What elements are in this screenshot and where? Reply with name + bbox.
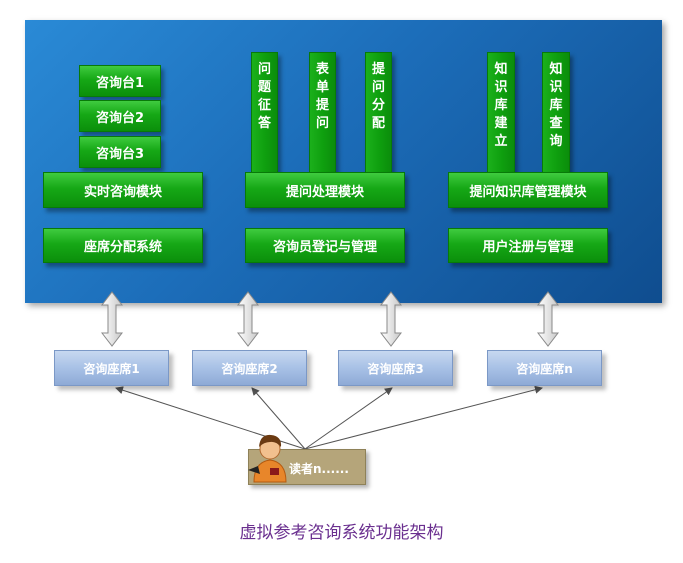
realtime-module[interactable]: 实时咨询模块 xyxy=(43,172,203,208)
form-question-box[interactable]: 表 单 提 问 xyxy=(309,52,336,174)
consultant-registration[interactable]: 咨询员登记与管理 xyxy=(245,228,405,263)
double-arrow-3 xyxy=(379,291,403,347)
desk-1[interactable]: 咨询台1 xyxy=(79,65,161,97)
vertical-char: 配 xyxy=(371,116,385,131)
vertical-char: 立 xyxy=(494,134,508,149)
vertical-char: 问 xyxy=(371,80,385,95)
consult-seat-3[interactable]: 咨询座席3 xyxy=(338,350,453,386)
user-registration[interactable]: 用户注册与管理 xyxy=(448,228,608,263)
double-arrow-4 xyxy=(536,291,560,347)
question-answer-box[interactable]: 问 题 征 答 xyxy=(251,52,278,174)
reader-label: 读者n...... xyxy=(289,462,349,476)
kb-build-box[interactable]: 知 识 库 建 立 xyxy=(487,52,515,174)
vertical-char: 提 xyxy=(371,62,385,77)
knowledge-base-module[interactable]: 提问知识库管理模块 xyxy=(448,172,608,208)
vertical-char: 分 xyxy=(371,98,385,113)
vertical-char: 知 xyxy=(549,62,563,77)
consult-seat-2[interactable]: 咨询座席2 xyxy=(192,350,307,386)
consult-seat-1[interactable]: 咨询座席1 xyxy=(54,350,169,386)
reader-connections xyxy=(115,385,543,450)
vertical-char: 查 xyxy=(549,116,563,131)
seat-allocation-system[interactable]: 座席分配系统 xyxy=(43,228,203,263)
vertical-char: 题 xyxy=(257,80,271,95)
vertical-char: 识 xyxy=(549,80,563,95)
desk-3[interactable]: 咨询台3 xyxy=(79,136,161,168)
vertical-char: 提 xyxy=(315,98,329,113)
desk-2[interactable]: 咨询台2 xyxy=(79,100,161,132)
vertical-char: 建 xyxy=(494,116,508,131)
kb-query-box[interactable]: 知 识 库 查 询 xyxy=(542,52,570,174)
vertical-char: 询 xyxy=(549,134,563,149)
vertical-char: 问 xyxy=(257,62,271,77)
diagram-caption: 虚拟参考咨询系统功能架构 xyxy=(239,523,444,543)
question-processing-module[interactable]: 提问处理模块 xyxy=(245,172,405,208)
vertical-char: 单 xyxy=(315,80,329,95)
vertical-char: 答 xyxy=(257,116,271,131)
vertical-char: 征 xyxy=(257,98,271,113)
vertical-char: 问 xyxy=(315,116,329,131)
vertical-char: 表 xyxy=(315,62,329,77)
double-arrow-2 xyxy=(236,291,260,347)
vertical-char: 库 xyxy=(549,98,563,113)
vertical-char: 库 xyxy=(494,98,508,113)
question-assign-box[interactable]: 提 问 分 配 xyxy=(365,52,392,174)
consult-seat-n[interactable]: 咨询座席n xyxy=(487,350,602,386)
double-arrow-1 xyxy=(100,291,124,347)
vertical-char: 知 xyxy=(494,62,508,77)
vertical-char: 识 xyxy=(494,80,508,95)
